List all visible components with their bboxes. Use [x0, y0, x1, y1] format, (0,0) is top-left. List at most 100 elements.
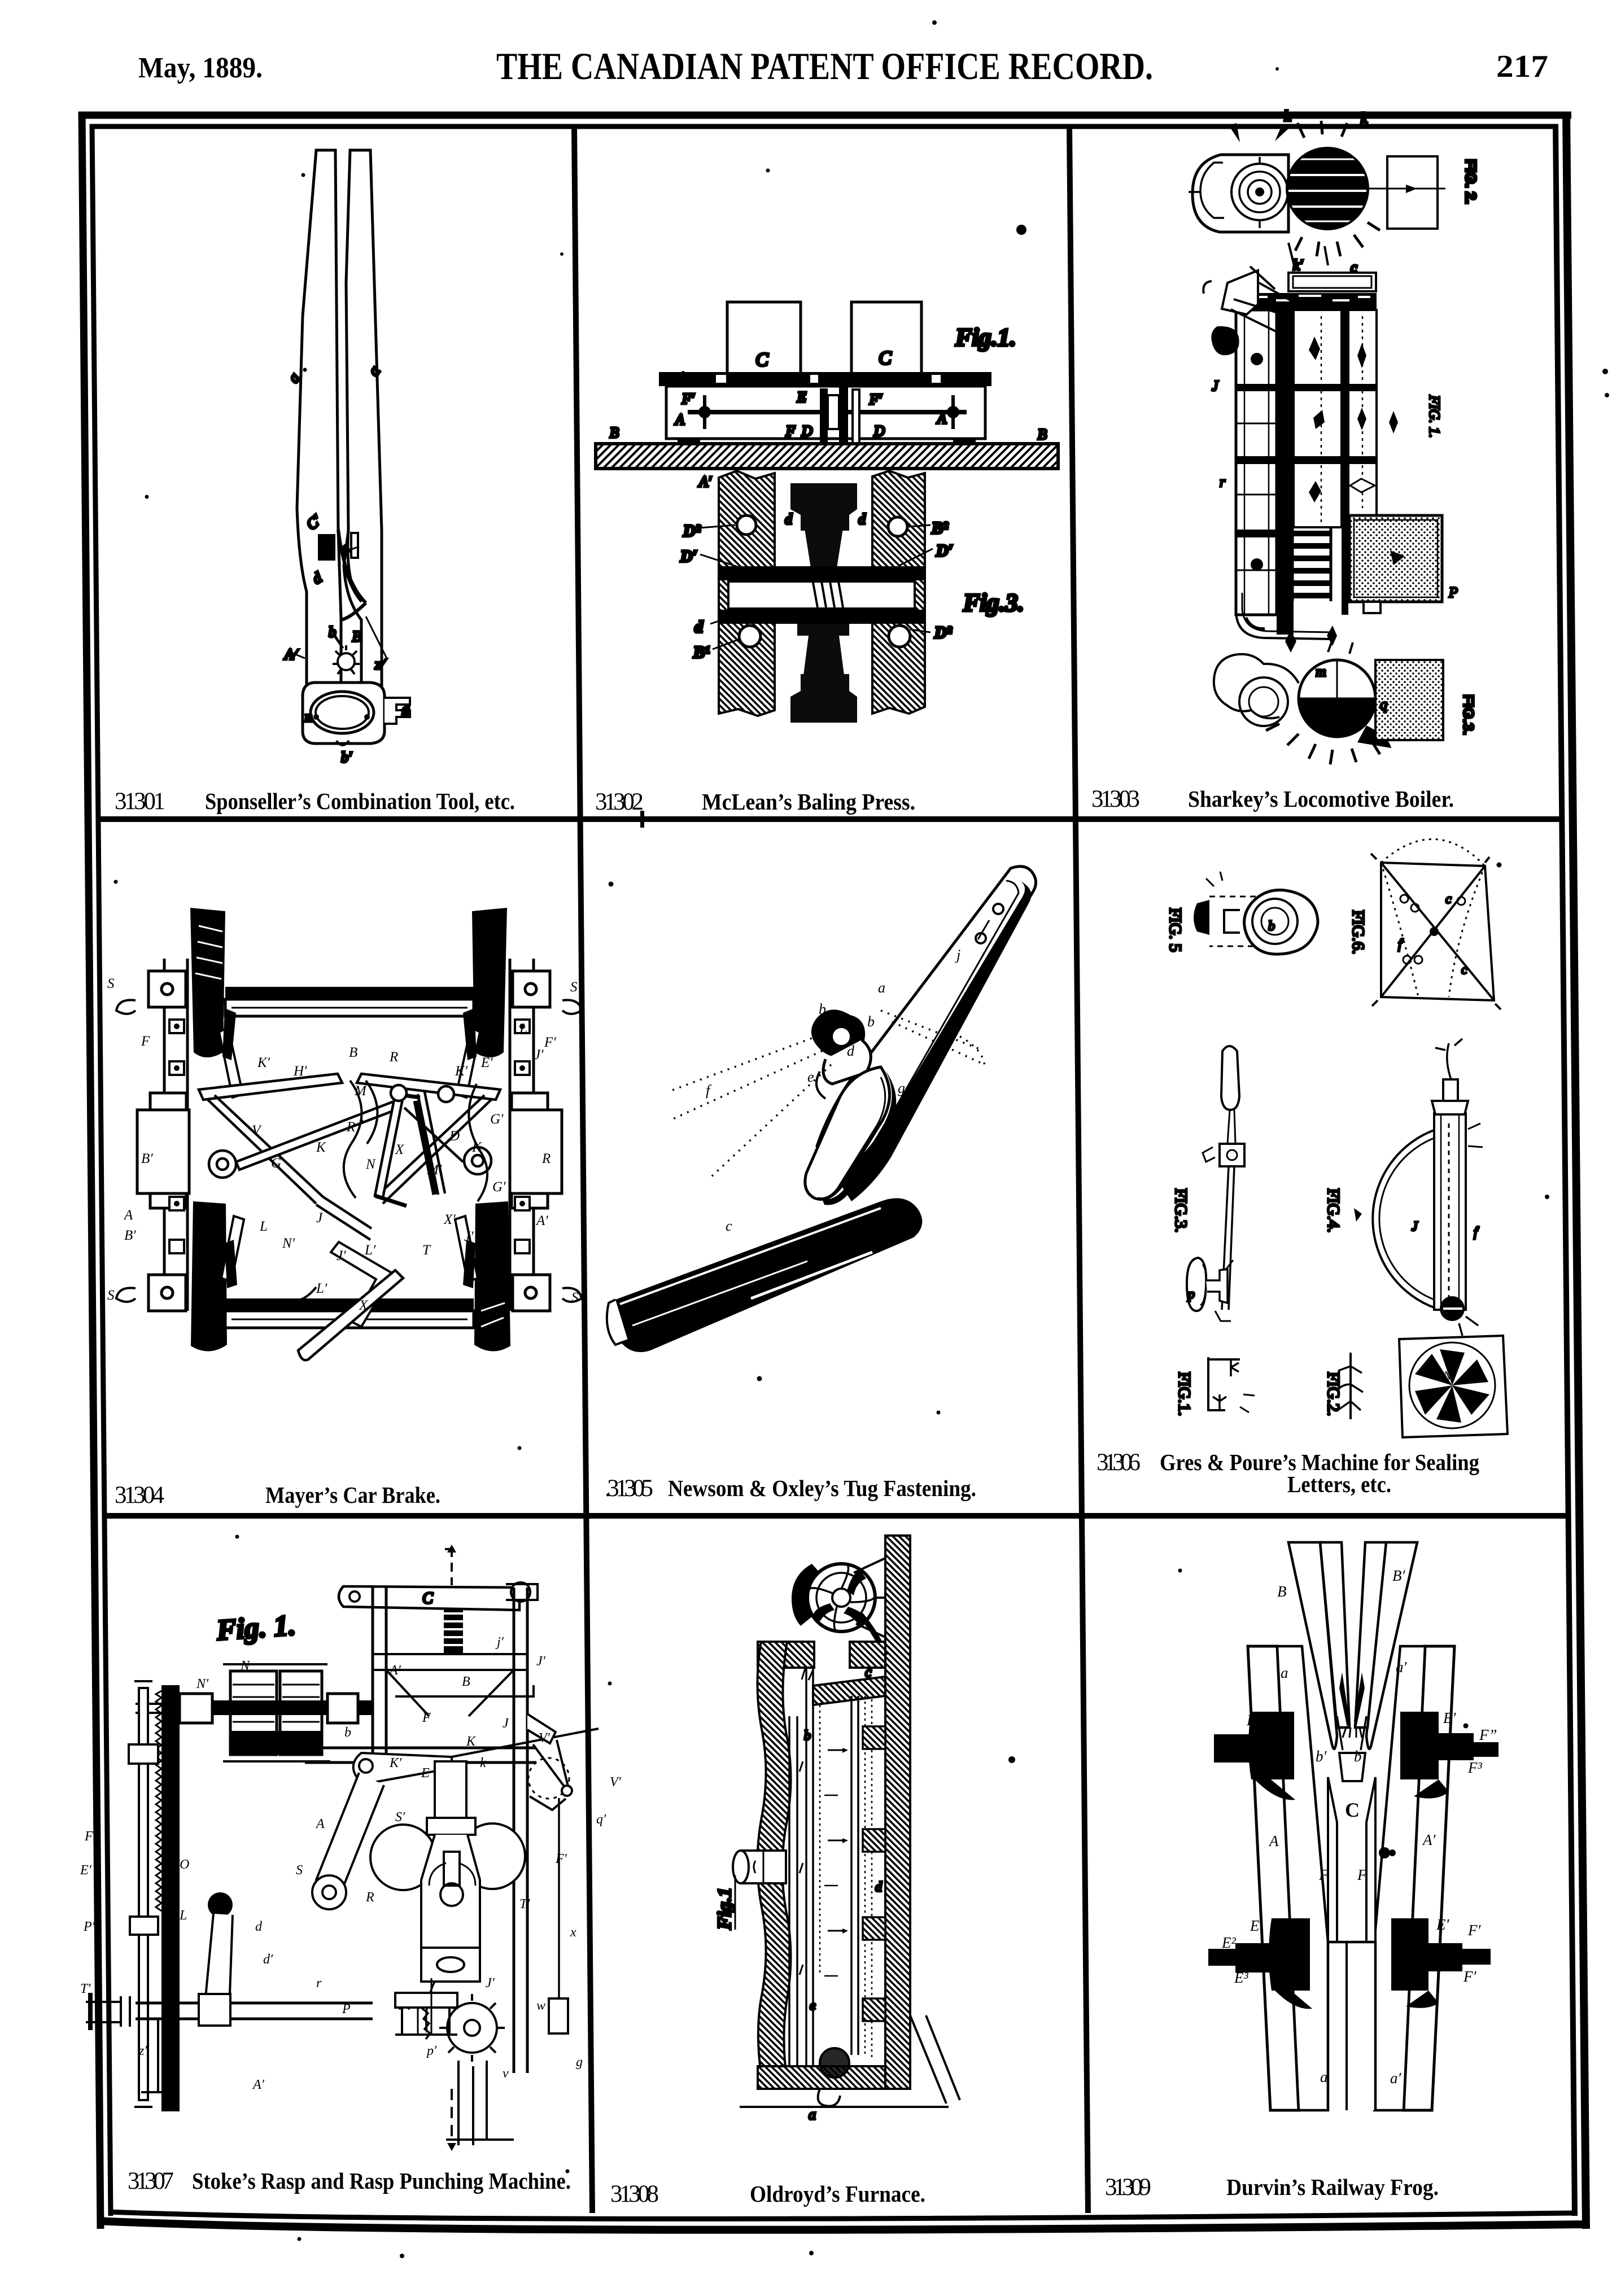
svg-text:N′: N′: [282, 1236, 295, 1251]
svg-text:D²: D²: [934, 623, 953, 642]
svg-text:J: J: [503, 1716, 509, 1731]
svg-text:B²: B²: [931, 519, 949, 537]
svg-text:T′: T′: [519, 1897, 530, 1912]
svg-text:T: T: [422, 1243, 431, 1258]
svg-text:K: K: [471, 1140, 482, 1155]
svg-text:P: P: [1448, 584, 1458, 601]
svg-text:N: N: [365, 1157, 376, 1172]
svg-text:X: X: [395, 1142, 405, 1157]
svg-text:F³: F³: [1467, 1759, 1482, 1776]
svg-text:g: g: [898, 1080, 905, 1096]
svg-text:H′: H′: [293, 1064, 307, 1079]
svg-text:F′: F′: [544, 1035, 556, 1050]
svg-text:E′: E′: [480, 1055, 493, 1070]
svg-text:m: m: [1316, 663, 1326, 680]
svg-text:B¹: B¹: [693, 643, 710, 662]
svg-text:E³: E³: [1234, 1969, 1248, 1986]
svg-text:K′: K′: [257, 1055, 270, 1070]
svg-text:C: C: [422, 1590, 433, 1607]
svg-text:P′: P′: [83, 1919, 95, 1934]
svg-text:L′: L′: [364, 1243, 376, 1258]
svg-text:J: J: [1412, 1219, 1418, 1234]
svg-text:a: a: [878, 979, 885, 996]
svg-text:d: d: [858, 511, 866, 527]
svg-text:a: a: [1320, 2068, 1328, 2085]
svg-text:G′: G′: [490, 1112, 504, 1127]
svg-text:S: S: [107, 1288, 115, 1303]
svg-text:j′: j′: [495, 1635, 504, 1650]
svg-text:S: S: [296, 1863, 303, 1878]
svg-text:FIG.4.: FIG.4.: [1324, 1188, 1343, 1232]
svg-text:E: E: [1250, 1917, 1260, 1934]
svg-text:31302: 31302: [595, 789, 645, 815]
svg-text:f: f: [1474, 1225, 1479, 1240]
svg-text:N′: N′: [196, 1677, 209, 1691]
svg-text:V′: V′: [610, 1775, 622, 1790]
svg-text:F: F: [422, 1711, 431, 1725]
svg-text:F: F: [141, 1034, 150, 1049]
svg-text:Fig.3.: Fig.3.: [963, 589, 1024, 616]
svg-text:B′: B′: [1392, 1567, 1405, 1584]
svg-text:FIG.3.: FIG.3.: [1460, 694, 1477, 735]
svg-text:b′: b′: [1316, 1748, 1327, 1765]
svg-text:g: g: [402, 701, 409, 717]
svg-text:M: M: [354, 1083, 367, 1099]
svg-text:e: e: [810, 1998, 816, 2013]
svg-text:B: B: [462, 1674, 470, 1689]
svg-text:E′: E′: [80, 1863, 92, 1878]
svg-text:31307: 31307: [128, 2168, 175, 2194]
svg-text:THE CANADIAN PATENT OFFICE REC: THE CANADIAN PATENT OFFICE RECORD.: [496, 45, 1153, 88]
svg-text:A: A: [315, 1817, 325, 1831]
svg-text:31303: 31303: [1091, 786, 1141, 812]
svg-text:F: F: [1318, 1866, 1329, 1883]
svg-text:q′: q′: [596, 1812, 606, 1827]
svg-text:a: a: [1281, 1664, 1288, 1681]
svg-text:x⁄: x⁄: [374, 656, 387, 672]
svg-text:c: c: [726, 1218, 732, 1234]
svg-text:k′: k′: [1361, 110, 1371, 126]
svg-text:J′: J′: [536, 1654, 546, 1669]
svg-text:r: r: [1220, 474, 1226, 490]
svg-text:D: D: [449, 1129, 460, 1144]
svg-text:C: C: [755, 349, 768, 370]
svg-text:31304: 31304: [115, 1482, 165, 1508]
svg-text:E: E: [421, 1766, 430, 1781]
svg-text:FIG. 2.: FIG. 2.: [1462, 159, 1479, 204]
svg-text:B′: B′: [141, 1151, 153, 1166]
svg-text:A: A: [936, 410, 946, 427]
svg-text:FIG.1.: FIG.1.: [1175, 1372, 1194, 1416]
svg-text:31308: 31308: [610, 2181, 660, 2207]
svg-text:Durvin’s Railway Frog.: Durvin’s Railway Frog.: [1226, 2174, 1439, 2200]
svg-text:R: R: [541, 1151, 551, 1166]
svg-text:A′: A′: [698, 474, 711, 490]
svg-text:Stoke’s Rasp and Rasp Punching: Stoke’s Rasp and Rasp Punching Machine.: [192, 2168, 571, 2194]
svg-text:a′: a′: [1390, 2070, 1402, 2087]
svg-text:p: p: [1187, 1287, 1195, 1302]
svg-text:n: n: [305, 709, 312, 725]
svg-text:F′: F′: [869, 391, 882, 408]
svg-text:b: b: [867, 1013, 875, 1030]
svg-text:X′: X′: [443, 1212, 456, 1227]
svg-text:x: x: [570, 1925, 576, 1940]
svg-text:F′: F′: [1230, 1743, 1244, 1760]
svg-text:w: w: [536, 1998, 545, 2013]
svg-text:Fig.1: Fig.1: [714, 1887, 735, 1930]
svg-text:L′: L′: [316, 1281, 327, 1296]
svg-text:b: b: [819, 1001, 826, 1017]
svg-text:K: K: [316, 1140, 326, 1155]
svg-text:FIG.3.: FIG.3.: [1172, 1188, 1190, 1232]
svg-text:k′: k′: [1293, 257, 1303, 273]
svg-text:A′: A′: [252, 2078, 265, 2092]
svg-text:S′: S′: [395, 1810, 405, 1825]
svg-text:F′: F′: [1463, 1968, 1476, 1985]
svg-text:c: c: [1445, 892, 1452, 907]
svg-text:Sharkey’s Locomotive Boiler.: Sharkey’s Locomotive Boiler.: [1188, 786, 1454, 812]
svg-text:D: D: [873, 423, 885, 439]
svg-text:J′: J′: [337, 1248, 346, 1263]
svg-text:B: B: [352, 628, 361, 645]
svg-text:L: L: [179, 1908, 187, 1923]
svg-text:D: D: [801, 423, 812, 439]
svg-text:N: N: [1443, 1368, 1452, 1383]
svg-text:d: d: [847, 1043, 855, 1059]
svg-text:z′: z′: [138, 2044, 147, 2058]
